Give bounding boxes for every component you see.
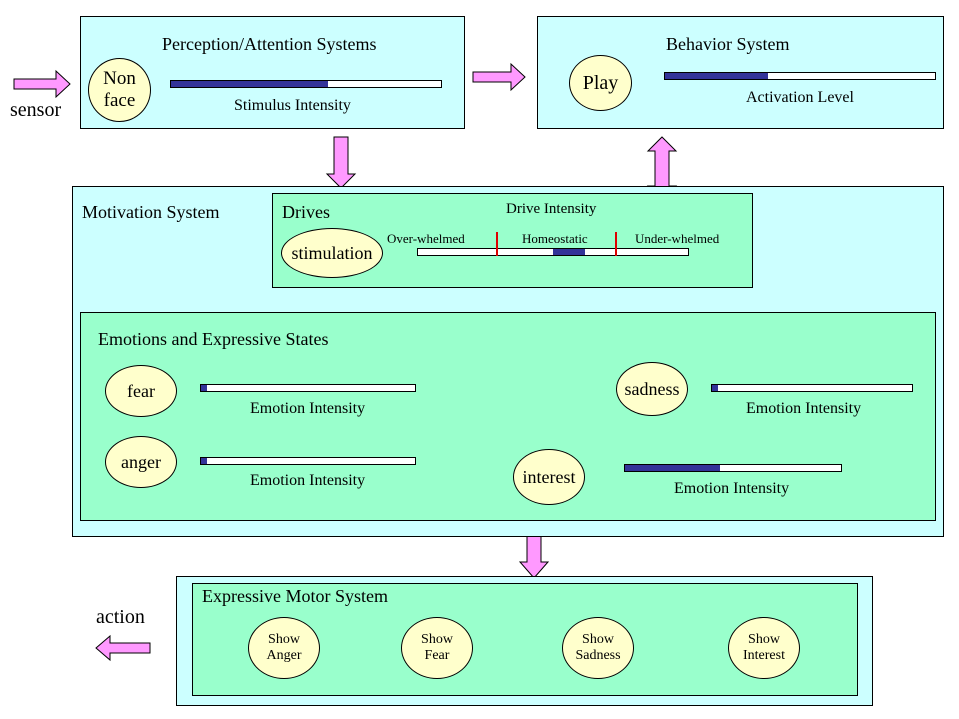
stimulus-intensity-fill bbox=[171, 81, 328, 87]
action-label: action bbox=[96, 606, 145, 628]
behavior-panel: Behavior System Play Activation Level bbox=[537, 16, 944, 129]
emotions-title: Emotions and Expressive States bbox=[98, 329, 329, 349]
motivation-to-motor-arrow bbox=[518, 529, 550, 579]
drive-intensity-fill bbox=[553, 249, 586, 255]
zone-overwhelmed-label: Over-whelmed bbox=[387, 231, 465, 246]
activation-level-label: Activation Level bbox=[746, 89, 854, 106]
drive-intensity-label: Drive Intensity bbox=[506, 201, 597, 217]
stimulation-oval: stimulation bbox=[281, 228, 383, 278]
sadness-oval: sadness bbox=[616, 362, 688, 416]
zone-underwhelmed-label: Under-whelmed bbox=[635, 231, 720, 246]
fear-oval: fear bbox=[105, 365, 177, 417]
anger-intensity-fill bbox=[201, 458, 208, 464]
non-face-oval-text: Non face bbox=[103, 68, 136, 111]
sadness-intensity-fill bbox=[712, 385, 718, 391]
behavior-title: Behavior System bbox=[666, 34, 790, 54]
perception-to-motivation-arrow bbox=[325, 136, 357, 189]
fear-intensity-bar bbox=[200, 384, 416, 392]
sadness-intensity-bar bbox=[711, 384, 913, 392]
motivation-title: Motivation System bbox=[82, 202, 220, 222]
drives-panel: Drives Drive Intensity stimulation Over-… bbox=[272, 193, 753, 288]
activation-level-bar bbox=[664, 72, 936, 80]
fear-intensity-fill bbox=[201, 385, 208, 391]
overwhelmed-boundary-marker bbox=[496, 232, 498, 256]
action-arrow bbox=[95, 634, 151, 662]
drive-intensity-bar bbox=[417, 248, 689, 256]
zone-homeostatic-label: Homeostatic bbox=[522, 231, 588, 246]
underwhelmed-boundary-marker bbox=[615, 232, 617, 256]
stimulus-intensity-bar bbox=[170, 80, 442, 88]
emotions-panel: Emotions and Expressive States fear Emot… bbox=[80, 312, 936, 521]
interest-intensity-label: Emotion Intensity bbox=[674, 480, 790, 497]
perception-panel: Perception/Attention Systems Non face St… bbox=[80, 16, 465, 129]
interest-intensity-bar bbox=[624, 464, 842, 472]
non-face-oval: Non face bbox=[88, 58, 151, 122]
motor-title: Expressive Motor System bbox=[202, 586, 388, 606]
sensor-label: sensor bbox=[10, 99, 62, 121]
sensor-arrow bbox=[13, 69, 71, 99]
perception-title: Perception/Attention Systems bbox=[162, 34, 377, 54]
anger-oval: anger bbox=[105, 436, 177, 488]
perception-to-behavior-arrow bbox=[472, 62, 526, 92]
sadness-intensity-label: Emotion Intensity bbox=[746, 400, 862, 417]
play-oval: Play bbox=[569, 55, 632, 111]
anger-intensity-bar bbox=[200, 457, 416, 465]
activation-level-fill bbox=[665, 73, 768, 79]
anger-intensity-label: Emotion Intensity bbox=[250, 472, 366, 489]
interest-intensity-fill bbox=[625, 465, 721, 471]
fear-intensity-label: Emotion Intensity bbox=[250, 400, 366, 417]
drives-title: Drives bbox=[282, 202, 330, 222]
interest-oval: interest bbox=[513, 449, 585, 505]
stimulus-intensity-label: Stimulus Intensity bbox=[234, 97, 351, 114]
